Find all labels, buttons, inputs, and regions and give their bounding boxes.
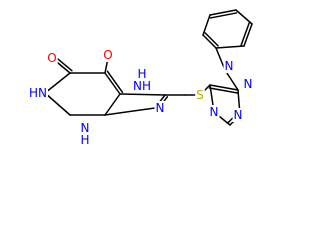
atom-label-o-top: O: [102, 48, 114, 62]
atom-label-background: [132, 79, 152, 93]
bond-20: [224, 69, 239, 91]
bond-6: [104, 72, 121, 95]
atom-label-text: N: [225, 59, 234, 73]
atom-label-n3-tet: N: [232, 108, 244, 122]
atom-label-h-bot: H: [79, 133, 91, 147]
atom-label-background: [136, 67, 148, 81]
bond-21: [215, 47, 226, 71]
atom-label-n-bot: N: [79, 121, 91, 135]
atom-label-text: N: [81, 121, 90, 135]
atom-label-text: N: [244, 77, 253, 91]
atom-label-background: [79, 121, 91, 135]
bond-layer: [44, 9, 253, 126]
atom-label-text: HN: [29, 86, 47, 100]
bond-26: [240, 22, 250, 46]
bond-5: [104, 93, 121, 116]
atom-label-background: [208, 105, 220, 119]
bond-22: [204, 32, 219, 47]
atom-label-background: [242, 77, 254, 91]
bond-22: [202, 34, 217, 49]
bond-11: [119, 93, 166, 96]
atom-label-text: N: [156, 101, 165, 115]
atom-label-n4-tet: N: [208, 105, 220, 119]
atom-label-text: O: [47, 51, 56, 65]
atom-label-background: [154, 101, 166, 115]
atom-label-text: N: [234, 108, 243, 122]
atom-label-background: [232, 108, 244, 122]
atom-label-n1-tet: N: [223, 59, 235, 73]
bond-6: [106, 70, 124, 94]
atom-label-background: [223, 59, 235, 73]
atom-label-background: [46, 51, 58, 65]
atom-label-s: S: [195, 88, 205, 102]
atom-label-n-imid: N: [154, 101, 166, 115]
bond-15: [209, 84, 239, 91]
bond-25: [235, 9, 253, 25]
atom-label-hn-left: HN: [28, 86, 48, 100]
atom-label-text: H: [80, 133, 89, 147]
bond-15: [208, 87, 239, 94]
atom-label-background: [102, 48, 114, 62]
atom-label-text: S: [196, 88, 204, 102]
bond-2: [44, 72, 71, 94]
atom-label-nh-imid: NH: [132, 79, 152, 93]
bond-23: [202, 14, 211, 36]
bond-3: [44, 92, 71, 116]
atom-label-background: [195, 88, 205, 102]
bond-27: [215, 45, 245, 49]
atom-label-background: [79, 133, 91, 147]
bond-26: [243, 23, 253, 47]
atom-label-text: O: [103, 48, 112, 62]
bond-24: [209, 12, 238, 19]
atom-label-n2-tet: N: [242, 77, 254, 91]
atom-label-text: NH: [133, 79, 151, 93]
atom-label-text: H: [137, 67, 146, 81]
atom-label-background: [28, 86, 48, 100]
bond-9: [104, 107, 156, 116]
atom-label-text: N: [210, 105, 219, 119]
atom-label-o-left: O: [46, 51, 58, 65]
atom-label-h-imid: H: [136, 67, 148, 81]
bond-24: [209, 9, 237, 16]
